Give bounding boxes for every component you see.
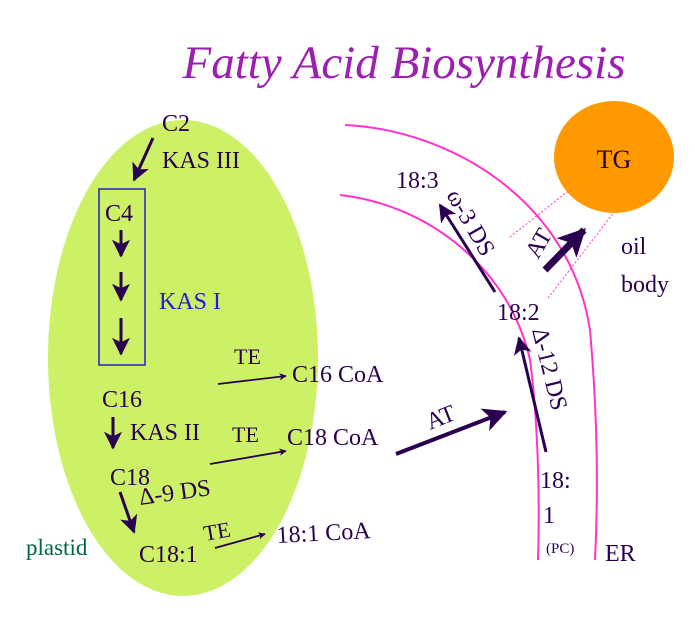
c18-label: C18 xyxy=(110,465,150,491)
er-membrane-inner xyxy=(339,194,540,561)
te3-arrow xyxy=(214,532,266,549)
kas2-label: KAS II xyxy=(130,420,200,446)
diagram-title: Fatty Acid Biosynthesis xyxy=(182,37,626,89)
tg-ellipse xyxy=(554,101,674,213)
te1-label: TE xyxy=(234,344,261,369)
te2-arrow xyxy=(209,448,287,465)
oil-label: oil xyxy=(621,234,647,260)
er-membrane-outer xyxy=(344,124,598,561)
at-tg-arrow xyxy=(542,227,587,273)
c181-label: C18:1 xyxy=(139,542,198,568)
te2-label: TE xyxy=(232,422,259,447)
s181a-label: 18: xyxy=(540,468,571,494)
oil-body-connector-lower xyxy=(547,197,626,299)
kas1-label: KAS I xyxy=(159,289,221,315)
w3ds-arrow xyxy=(438,203,497,293)
kas3-arrow xyxy=(132,137,155,182)
plastid-ellipse xyxy=(48,120,318,596)
pc-label: (PC) xyxy=(546,541,574,557)
oil-body-connector-upper xyxy=(509,187,573,238)
te3-label: TE xyxy=(202,517,233,546)
tg-label: TG xyxy=(597,145,632,174)
c16-label: C16 xyxy=(102,387,142,413)
te1-arrow xyxy=(217,373,287,385)
c181coa-label: 18:1 CoA xyxy=(276,518,372,549)
c2-label: C2 xyxy=(162,111,190,137)
c4-label: C4 xyxy=(105,201,133,227)
er-label: ER xyxy=(605,541,636,567)
c18coa-label: C18 CoA xyxy=(287,425,379,451)
s182-label: 18:2 xyxy=(497,300,540,326)
kas1-box xyxy=(98,188,146,366)
d12ds-arrow xyxy=(513,336,548,453)
d9ds-arrow xyxy=(118,491,138,534)
at-er-arrow xyxy=(395,408,508,456)
body-label: body xyxy=(621,272,669,298)
at-tg-label: AT xyxy=(521,224,558,263)
plastid-label: plastid xyxy=(26,535,88,560)
kas3-label: KAS III xyxy=(162,148,240,174)
s183-label: 18:3 xyxy=(396,168,439,194)
c16coa-label: C16 CoA xyxy=(292,362,384,388)
s181b-label: 1 xyxy=(543,503,555,529)
